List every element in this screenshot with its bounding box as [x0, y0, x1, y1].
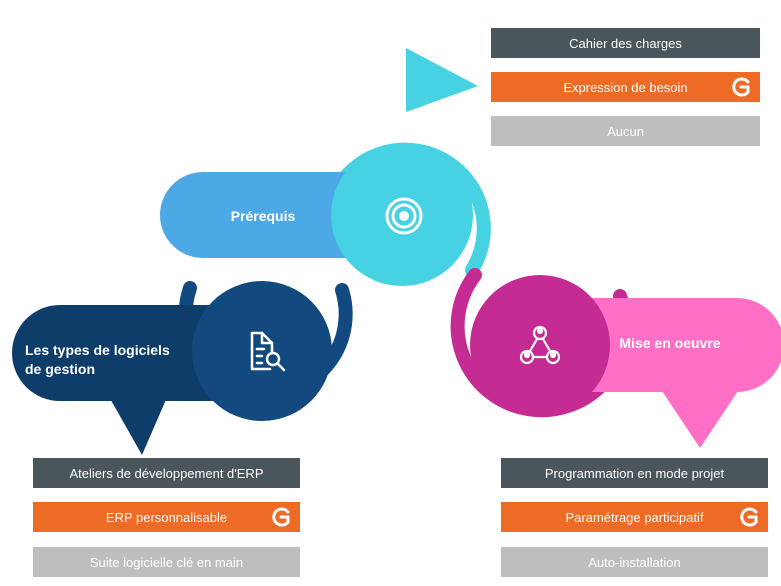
- prerequis-label: Prérequis: [231, 208, 296, 224]
- document-search-icon: [250, 331, 286, 372]
- option-auto-installation[interactable]: Auto-installation: [501, 547, 768, 577]
- option-label: ERP personnalisable: [105, 509, 228, 525]
- target-icon: [385, 197, 423, 235]
- option-label: Paramétrage participatif: [565, 509, 704, 525]
- types-circle: [192, 281, 332, 421]
- mise-circle: [470, 275, 610, 415]
- g-logo-icon: [272, 507, 290, 527]
- option-parametrage-participatif[interactable]: Paramétrage participatif: [501, 502, 768, 532]
- option-label: Ateliers de développement d'ERP: [69, 465, 264, 481]
- option-label: Cahier des charges: [569, 35, 682, 51]
- option-label: Auto-installation: [588, 554, 681, 570]
- mise-label: Mise en oeuvre: [619, 335, 720, 351]
- g-logo-icon: [732, 77, 750, 97]
- option-suite-logicielle[interactable]: Suite logicielle clé en main: [33, 547, 300, 577]
- g-logo-icon: [740, 507, 758, 527]
- types-pointer: [108, 395, 168, 455]
- option-erp-personnalisable[interactable]: ERP personnalisable: [33, 502, 300, 532]
- option-label: Aucun: [607, 123, 644, 139]
- option-label: Suite logicielle clé en main: [89, 554, 244, 570]
- option-label: Programmation en mode projet: [544, 465, 725, 481]
- types-label-line1: Les types de logiciels: [25, 342, 170, 358]
- option-aucun[interactable]: Aucun: [491, 116, 760, 146]
- option-programmation-projet[interactable]: Programmation en mode projet: [501, 458, 768, 488]
- prerequis-flag: [406, 48, 478, 112]
- option-ateliers-erp[interactable]: Ateliers de développement d'ERP: [33, 458, 300, 488]
- option-label: Expression de besoin: [563, 79, 688, 95]
- mise-pointer: [660, 388, 740, 448]
- network-people-icon: [519, 325, 561, 365]
- option-expression-de-besoin[interactable]: Expression de besoin: [491, 72, 760, 102]
- option-cahier-des-charges[interactable]: Cahier des charges: [491, 28, 760, 58]
- types-label-line2: de gestion: [25, 361, 95, 377]
